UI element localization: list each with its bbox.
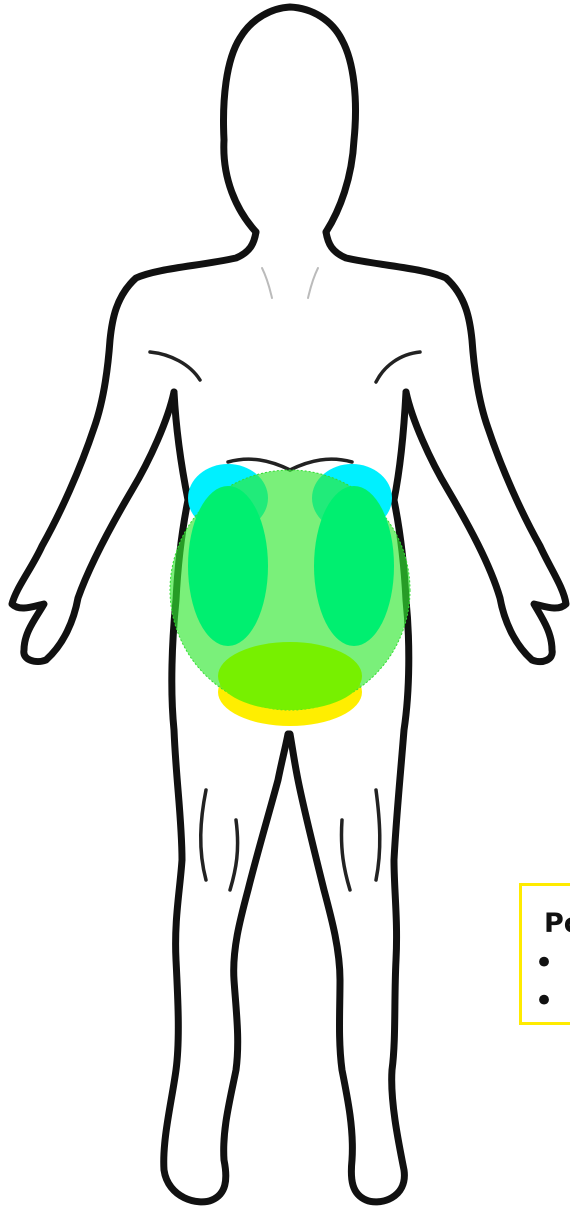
- legend-item: •: [534, 946, 554, 980]
- zone-suprapubic[interactable]: [218, 642, 362, 710]
- legend-title: Po: [544, 908, 570, 939]
- pain-zones: [170, 464, 410, 726]
- zone-right-flank[interactable]: [314, 486, 394, 646]
- legend-item: •: [534, 984, 554, 1018]
- legend-bullet-icon: •: [534, 943, 554, 983]
- zone-left-flank[interactable]: [188, 486, 268, 646]
- legend-bullet-icon: •: [534, 981, 554, 1021]
- legend-box: Po • •: [519, 883, 570, 1025]
